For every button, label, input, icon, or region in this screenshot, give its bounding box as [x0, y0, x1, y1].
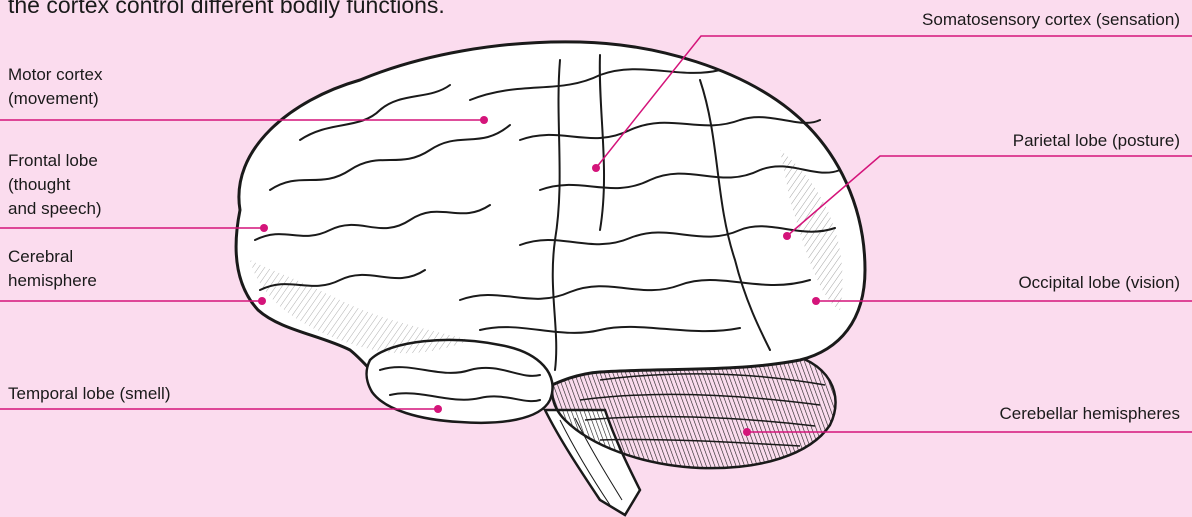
label-cerebral-hemisphere-line-2: hemisphere: [8, 269, 97, 293]
label-frontal-lobe-line-3: and speech): [8, 197, 102, 221]
point-temporal-lobe: [434, 405, 442, 413]
point-parietal: [783, 232, 791, 240]
label-occipital-lobe: Occipital lobe (vision): [1018, 271, 1180, 295]
cerebrum: [236, 42, 865, 414]
label-motor-cortex: Motor cortex (movement): [8, 63, 102, 111]
label-cerebellar-hemispheres: Cerebellar hemispheres: [1000, 402, 1180, 426]
label-frontal-lobe: Frontal lobe (thought and speech): [8, 149, 102, 221]
label-motor-cortex-line-1: Motor cortex: [8, 63, 102, 87]
point-somatosensory: [592, 164, 600, 172]
point-occipital: [812, 297, 820, 305]
label-cerebral-hemisphere-line-1: Cerebral: [8, 245, 97, 269]
point-frontal-lobe: [260, 224, 268, 232]
label-frontal-lobe-line-2: (thought: [8, 173, 102, 197]
label-motor-cortex-line-2: (movement): [8, 87, 102, 111]
label-temporal-lobe: Temporal lobe (smell): [8, 382, 171, 406]
label-somatosensory-cortex: Somatosensory cortex (sensation): [922, 8, 1180, 32]
point-cerebellar: [743, 428, 751, 436]
label-frontal-lobe-line-1: Frontal lobe: [8, 149, 102, 173]
point-motor-cortex: [480, 116, 488, 124]
point-cerebral-hemisphere: [258, 297, 266, 305]
label-cerebral-hemisphere: Cerebral hemisphere: [8, 245, 97, 293]
label-parietal-lobe: Parietal lobe (posture): [1013, 129, 1180, 153]
